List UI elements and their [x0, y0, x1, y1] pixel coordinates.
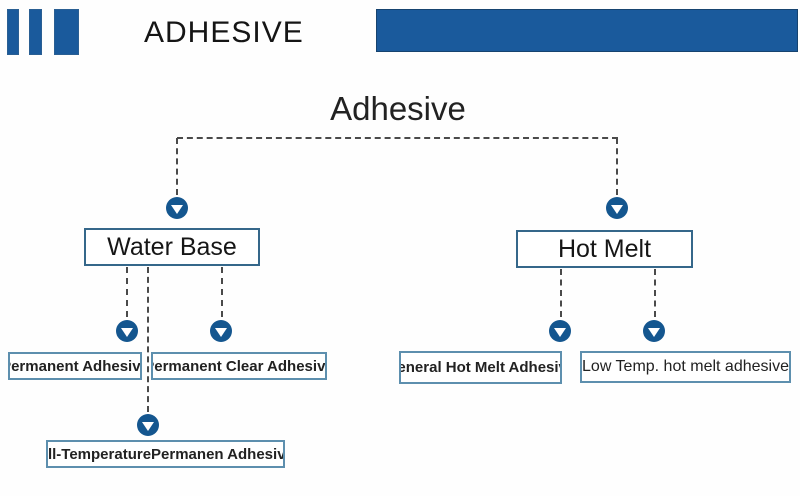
- diagram-root-label: Adhesive: [330, 90, 466, 127]
- down-triangle-icon: [648, 327, 660, 337]
- down-arrow-icon: [137, 414, 159, 436]
- down-arrow-icon: [116, 320, 138, 342]
- header-accent-bar-1: [7, 9, 19, 55]
- down-arrow-icon: [549, 320, 571, 342]
- node-water-base: Water Base: [84, 228, 260, 266]
- connector-root-to-hot-melt: [616, 138, 618, 195]
- header-accent-bar-3: [54, 9, 79, 55]
- down-arrow-icon: [643, 320, 665, 342]
- header-banner-bar: [376, 9, 798, 52]
- connector-root-horizontal: [177, 137, 618, 139]
- header-accent-bar-2: [29, 9, 42, 55]
- down-arrow-icon: [166, 197, 188, 219]
- connector-water-base-to-permanent: [126, 267, 128, 317]
- connector-hot-melt-to-low-temp: [654, 269, 656, 317]
- down-triangle-icon: [171, 204, 183, 214]
- page-title: ADHESIVE: [144, 16, 304, 49]
- down-triangle-icon: [611, 204, 623, 214]
- down-triangle-icon: [215, 327, 227, 337]
- down-arrow-icon: [606, 197, 628, 219]
- node-hot-melt: Hot Melt: [516, 230, 693, 268]
- connector-hot-melt-to-general: [560, 269, 562, 317]
- down-arrow-icon: [210, 320, 232, 342]
- node-all-temperature-permanent-adhesive: All-TemperaturePermanen Adhesive: [46, 440, 285, 468]
- node-general-hot-melt-adhesive: General Hot Melt Adhesive: [399, 351, 562, 384]
- node-permanent-adhesive: Permanent Adhesive: [8, 352, 142, 380]
- down-triangle-icon: [142, 421, 154, 431]
- connector-root-to-water-base: [176, 138, 178, 195]
- connector-water-base-to-permanent-clear: [221, 267, 223, 317]
- node-low-temp-hot-melt-adhesive: Low Temp. hot melt adhesive: [580, 351, 791, 383]
- node-permanent-clear-adhesive: Permanent Clear Adhesive: [151, 352, 327, 380]
- connector-water-base-to-all-temperature: [147, 267, 149, 412]
- down-triangle-icon: [121, 327, 133, 337]
- down-triangle-icon: [554, 327, 566, 337]
